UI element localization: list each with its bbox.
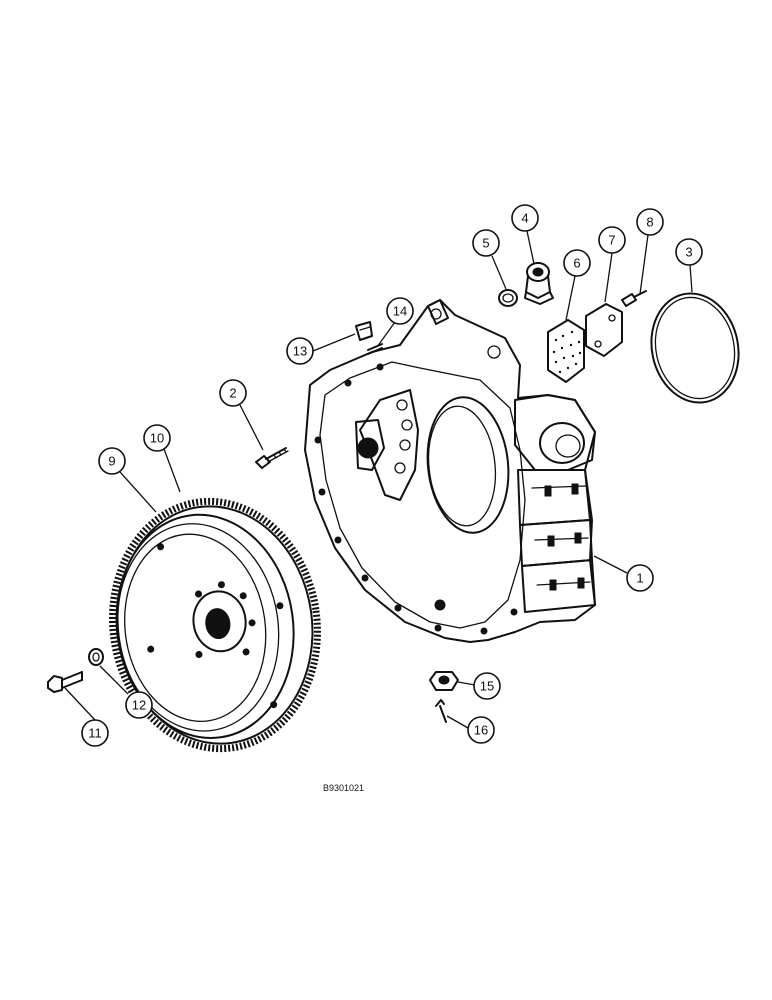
callout-label: 10 — [150, 431, 164, 446]
callout-1: 1 — [626, 564, 654, 592]
cap-screw-small — [621, 290, 647, 307]
callout-label: 14 — [393, 304, 407, 319]
callout-label: 8 — [646, 215, 653, 230]
callout-8: 8 — [636, 208, 664, 236]
callout-label: 9 — [108, 454, 115, 469]
flywheel — [109, 497, 321, 753]
callout-label: 5 — [482, 236, 489, 251]
bolt-2 — [255, 447, 289, 469]
callout-label: 6 — [573, 256, 580, 271]
callout-label: 16 — [474, 723, 488, 738]
callout-15: 15 — [473, 672, 501, 700]
callout-label: 15 — [480, 679, 494, 694]
callout-label: 11 — [88, 726, 102, 741]
seal — [498, 289, 518, 307]
callout-13: 13 — [286, 337, 314, 365]
callout-10: 10 — [143, 424, 171, 452]
callout-2: 2 — [219, 379, 247, 407]
flywheel-housing — [304, 299, 596, 643]
callout-label: 7 — [608, 233, 615, 248]
bolt-11 — [47, 671, 83, 693]
callout-11: 11 — [81, 719, 109, 747]
plug-15 — [429, 671, 459, 691]
callout-label: 3 — [685, 245, 692, 260]
gasket — [547, 319, 585, 383]
callout-label: 13 — [293, 344, 307, 359]
adapter — [524, 262, 554, 305]
callout-label: 1 — [636, 571, 643, 586]
o-ring — [650, 292, 740, 404]
pin-16 — [435, 699, 447, 723]
callout-6: 6 — [563, 249, 591, 277]
callout-7: 7 — [598, 226, 626, 254]
dowel-pin — [367, 343, 383, 355]
leader-lines — [64, 230, 693, 729]
callout-12: 12 — [125, 691, 153, 719]
callout-9: 9 — [98, 447, 126, 475]
callout-5: 5 — [472, 229, 500, 257]
callout-label: 2 — [229, 386, 236, 401]
callout-16: 16 — [467, 716, 495, 744]
washer — [88, 648, 104, 666]
plug-13 — [355, 321, 373, 341]
ring-gear — [109, 497, 321, 753]
callout-label: 12 — [132, 698, 146, 713]
callout-label: 4 — [521, 211, 528, 226]
callout-14: 14 — [386, 297, 414, 325]
cover-plate — [585, 303, 623, 357]
callout-4: 4 — [511, 204, 539, 232]
drawing-code: B9301021 — [323, 783, 364, 793]
callout-3: 3 — [675, 238, 703, 266]
